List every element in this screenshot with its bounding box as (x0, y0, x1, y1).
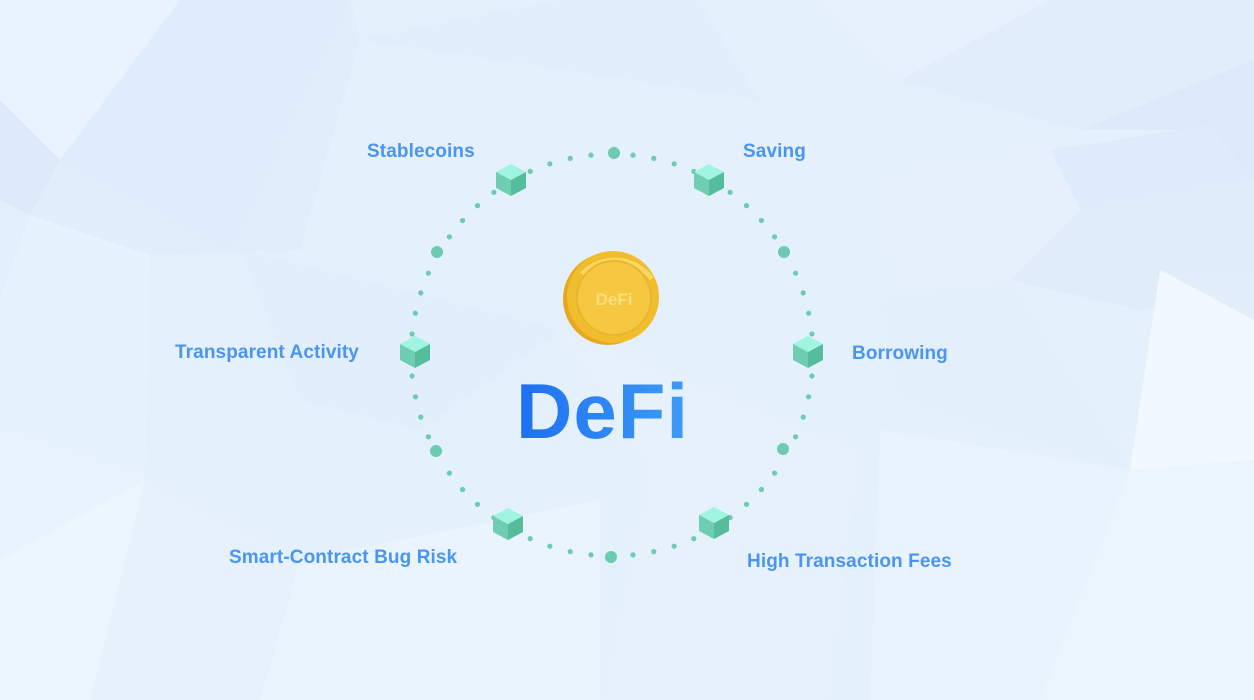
ring-dot (793, 270, 799, 276)
ring-big-dot (777, 443, 789, 455)
ring-dot (743, 501, 750, 507)
ring-dot (418, 414, 424, 420)
ring-dot (630, 152, 636, 158)
ring-dot (412, 310, 418, 316)
defi-coin-icon: DeFi (563, 251, 659, 345)
ring-dot (800, 290, 806, 296)
label-transparent-activity: Transparent Activity (175, 342, 359, 363)
ring-dot (671, 543, 677, 549)
cube-icon-smart-contract-bug-risk (493, 508, 523, 540)
ring-dot (743, 203, 750, 209)
ring-dot (651, 155, 657, 161)
ring-dot (651, 549, 657, 555)
ring-dot (474, 501, 481, 507)
ring-dot (671, 161, 677, 167)
cube-icon-high-transaction-fees (699, 507, 729, 539)
ring-big-dot (431, 246, 443, 258)
ring-dot (630, 552, 636, 558)
ring-dot (491, 189, 497, 195)
cube-icon-stablecoins (496, 164, 526, 196)
ring-dot (806, 310, 812, 316)
ring-dot (758, 486, 765, 493)
ring-dot (460, 486, 466, 493)
ring-dot (567, 155, 573, 161)
ring-dot (446, 470, 452, 476)
ring-dot (727, 189, 733, 195)
ring-dot (527, 536, 533, 542)
label-smart-contract-bug-risk: Smart-Contract Bug Risk (229, 547, 458, 568)
diagram-title: DeFi (516, 367, 690, 455)
ring-dot (758, 217, 765, 224)
label-borrowing: Borrowing (852, 343, 948, 364)
ring-dot (567, 549, 573, 555)
ring-dot (793, 434, 799, 440)
ring-dot (412, 394, 418, 400)
cube-icon-saving (694, 164, 724, 196)
ring-dot (588, 152, 594, 158)
ring-dot (474, 203, 481, 209)
ring-dot (809, 373, 815, 379)
cube-icon-borrowing (793, 336, 823, 368)
ring-dot (772, 470, 778, 476)
label-saving: Saving (743, 141, 806, 162)
ring-dot (409, 331, 415, 337)
ring-dot (547, 543, 553, 549)
ring-big-dot (778, 246, 790, 258)
ring-big-dot (608, 147, 620, 159)
ring-dot (806, 394, 812, 400)
ring-dot (425, 270, 431, 276)
ring-big-dot (605, 551, 617, 563)
ring-dot (409, 373, 415, 379)
ring-dot (800, 414, 806, 420)
ring-dot (809, 331, 815, 337)
ring-dot (527, 168, 533, 174)
coin-label: DeFi (596, 290, 633, 309)
ring-dot (418, 290, 424, 296)
ring-dot (446, 234, 452, 240)
ring-dot (588, 552, 594, 558)
ring-dot (772, 234, 778, 240)
ring-dot (691, 536, 697, 542)
ring-big-dot (430, 445, 442, 457)
ring-dot (425, 434, 431, 440)
ring-dot (547, 161, 553, 167)
label-stablecoins: Stablecoins (367, 141, 475, 162)
cube-icon-transparent-activity (400, 336, 430, 368)
label-high-transaction-fees: High Transaction Fees (747, 551, 952, 572)
ring-dot (460, 217, 466, 224)
